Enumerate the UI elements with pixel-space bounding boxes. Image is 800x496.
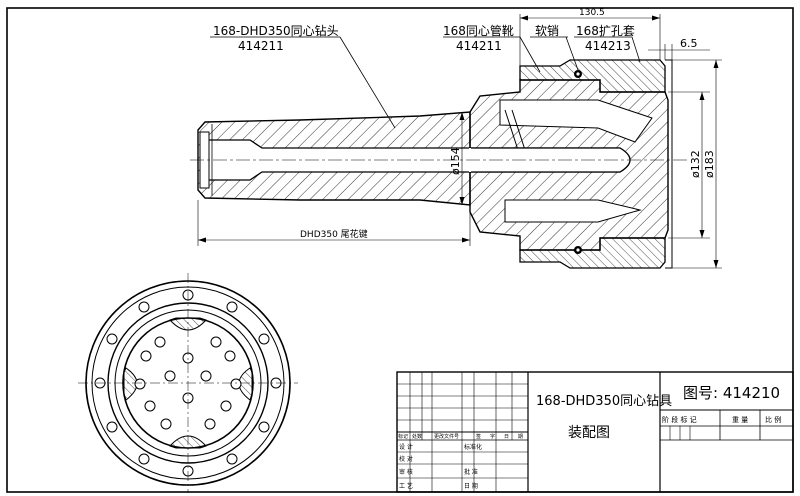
row-proofread: 校 对: [399, 455, 413, 463]
callout-reamer-sleeve-code: 414213: [585, 39, 631, 53]
rev-header-date2: 期: [518, 434, 523, 440]
rev-header-sign2: 字: [490, 433, 495, 440]
row-design: 设 计: [399, 443, 413, 451]
air-passage-lower: [504, 199, 642, 223]
rev-header-sign1: 签: [476, 433, 481, 440]
row-date: 日 期: [464, 482, 478, 490]
dim-dia-outer: ø183: [703, 150, 716, 178]
flushing-groove-left: [123, 367, 138, 401]
dim-dia-shank: ø154: [449, 147, 462, 175]
tube-shoe-top: [519, 59, 666, 93]
weight-label: 重 量: [732, 416, 748, 424]
row-approve: 批 准: [464, 468, 478, 476]
callout-reamer-sleeve-name: 168扩孔套: [576, 24, 635, 38]
callout-bit-head-code: 414211: [238, 39, 284, 53]
rev-header-doc: 更改文件号: [434, 433, 459, 440]
callout-soft-pin: 软销: [535, 24, 559, 38]
row-standardize: 标准化: [464, 443, 482, 451]
rev-header-mark: 标记: [398, 433, 408, 440]
tube-shoe-bottom: [519, 237, 666, 269]
callout-bit-head-name: 168-DHD350同心钻头: [213, 23, 339, 38]
air-passage-upper: [499, 99, 653, 143]
stage-mark-label: 阶 段 标 记: [662, 415, 697, 424]
rev-header-count: 处数: [412, 433, 422, 440]
drawing-name-line1: 168-DHD350同心钻具: [536, 394, 672, 409]
dim-gap: 6.5: [680, 37, 698, 50]
flushing-groove-right: [238, 367, 253, 401]
dim-top-length: 130.5: [579, 8, 605, 18]
reamer-button-ring: [94, 289, 282, 477]
scale-label: 比 例: [765, 415, 781, 424]
dim-dia-inner: ø132: [689, 150, 702, 178]
title-block: [396, 371, 794, 493]
callout-tube-shoe-name: 168同心管靴: [443, 23, 514, 38]
section-view: [190, 14, 722, 269]
end-view: [78, 273, 298, 493]
drawing-name-line2: 装配图: [568, 425, 610, 441]
row-process: 工 艺: [399, 482, 413, 490]
rev-header-date1: 日: [504, 434, 509, 440]
row-review: 审 核: [399, 468, 413, 476]
callout-tube-shoe-code: 414211: [456, 39, 502, 53]
dim-shank-length: DHD350 尾花键: [300, 228, 368, 240]
reamer-sleeve-outline: [665, 59, 673, 269]
drawing-number: 图号: 414210: [683, 384, 780, 402]
